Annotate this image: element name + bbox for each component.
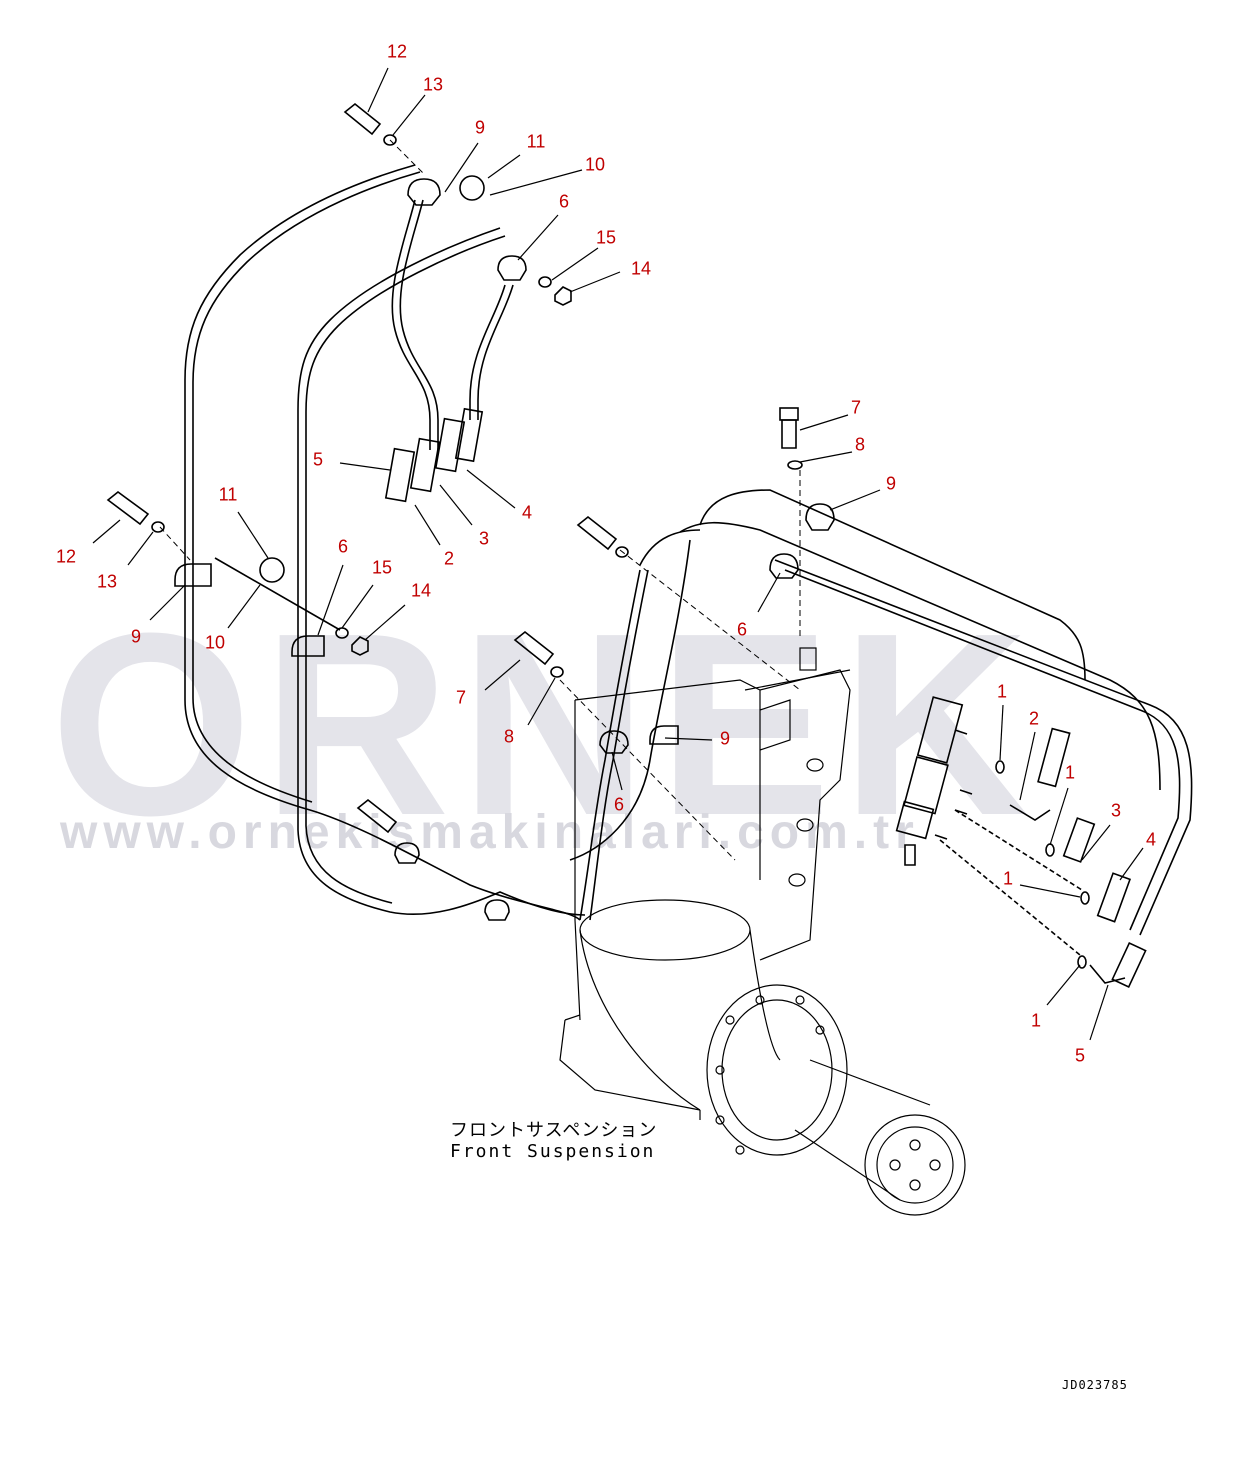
callout-11: 11 (526, 131, 546, 152)
callout-6: 6 (613, 794, 625, 815)
callout-4: 4 (521, 502, 533, 523)
front-suspension-body (559, 647, 966, 1216)
bushing-top (459, 175, 485, 201)
hose-fitting-right-3 (1062, 817, 1096, 863)
callout-9: 9 (885, 473, 897, 494)
callout-2: 2 (443, 548, 455, 569)
callout-13: 13 (96, 571, 118, 592)
bushing-left (259, 557, 285, 583)
document-code: JD023785 (1062, 1378, 1128, 1392)
callout-8: 8 (854, 434, 866, 455)
valve-block (895, 696, 973, 866)
callout-8: 8 (503, 726, 515, 747)
callout-1: 1 (1002, 868, 1014, 889)
callout-3: 3 (1110, 800, 1122, 821)
callout-5: 5 (1074, 1045, 1086, 1066)
callout-4: 4 (1145, 829, 1157, 850)
clamp-right-6 (769, 553, 799, 579)
hose-fitting-right-5 (1111, 942, 1147, 988)
callout-9: 9 (130, 626, 142, 647)
callout-15: 15 (595, 227, 617, 248)
callout-9: 9 (719, 728, 731, 749)
tube-right-lower (639, 529, 701, 566)
callout-15: 15 (371, 557, 393, 578)
watermark-brand: ORNEK (50, 580, 1039, 870)
clamp-left-9 (174, 563, 212, 587)
callout-10: 10 (204, 632, 226, 653)
callout-9: 9 (474, 117, 486, 138)
hose-2 (391, 199, 431, 450)
caption-japanese: フロントサスペンション (450, 1120, 658, 1141)
watermark-url: www.ornekismakinalari.com.tr (60, 806, 920, 859)
clamp-top-9 (407, 178, 441, 206)
hose-fitting-5 (384, 447, 416, 503)
hose-fitting-3 (434, 417, 466, 473)
bolt-left-12 (106, 490, 150, 526)
tube-right-upper (699, 489, 1086, 681)
callout-3: 3 (478, 528, 490, 549)
hose-fitting-2 (409, 437, 441, 493)
callout-14: 14 (410, 580, 432, 601)
callout-6: 6 (558, 191, 570, 212)
callout-7: 7 (850, 397, 862, 418)
bolt-top-12 (343, 102, 382, 136)
clamp-top-6 (497, 255, 527, 281)
tube-outer-left (184, 164, 581, 921)
tube-inner-left (297, 227, 586, 916)
callout-12: 12 (386, 41, 408, 62)
clamp-mid-6 (599, 730, 629, 754)
bolt-right-7 (781, 419, 797, 449)
callout-1: 1 (1030, 1010, 1042, 1031)
hose-fitting-right-2 (1037, 727, 1071, 788)
callout-6: 6 (337, 536, 349, 557)
callout-14: 14 (630, 258, 652, 279)
hose-fitting-4 (454, 407, 484, 463)
callout-1: 1 (996, 681, 1008, 702)
callout-13: 13 (422, 74, 444, 95)
hose-fitting-right-4 (1096, 872, 1132, 923)
caption-english: Front Suspension (450, 1141, 656, 1162)
callout-10: 10 (584, 154, 606, 175)
callout-6: 6 (736, 619, 748, 640)
bolt-mid-7 (513, 630, 555, 666)
callout-11: 11 (218, 484, 238, 505)
callout-12: 12 (55, 546, 77, 567)
callout-5: 5 (312, 449, 324, 470)
clamp-left-6 (291, 635, 325, 657)
hose-4 (469, 284, 506, 420)
callout-1: 1 (1064, 762, 1076, 783)
callout-2: 2 (1028, 708, 1040, 729)
callout-7: 7 (455, 687, 467, 708)
clamp-right-9 (805, 503, 835, 531)
